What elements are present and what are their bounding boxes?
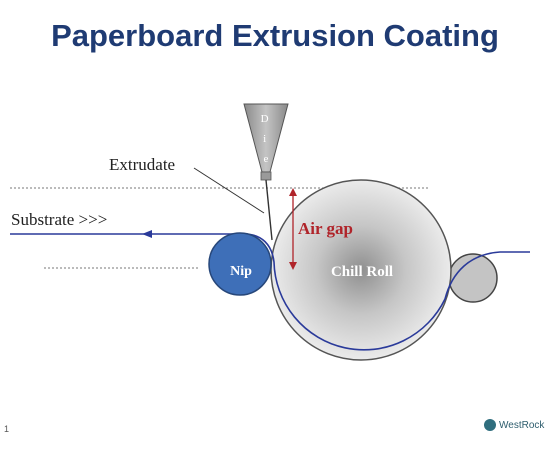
chill-roll-label: Chill Roll xyxy=(331,264,393,280)
nip-roll xyxy=(208,232,272,296)
substrate-web xyxy=(10,233,530,351)
substrate-label: Substrate >>> xyxy=(11,210,107,229)
nip-label: Nip xyxy=(230,264,252,279)
extrudate-leader-line xyxy=(193,167,265,214)
die-lip xyxy=(260,171,272,181)
substrate-arrowhead xyxy=(142,230,152,238)
company-logo: WestRock xyxy=(484,419,544,431)
air-gap-arrow xyxy=(289,188,297,270)
logo-icon xyxy=(484,419,496,431)
logo-text: WestRock xyxy=(499,419,545,431)
die-label: D i e xyxy=(261,113,272,165)
slide-title: Paperboard Extrusion Coating xyxy=(51,18,499,53)
idler-roll xyxy=(448,253,498,303)
extrudate-label: Extrudate xyxy=(109,155,175,174)
page-number: 1 xyxy=(4,424,10,434)
air-gap-label: Air gap xyxy=(298,219,353,238)
extrudate-curtain xyxy=(265,179,273,241)
